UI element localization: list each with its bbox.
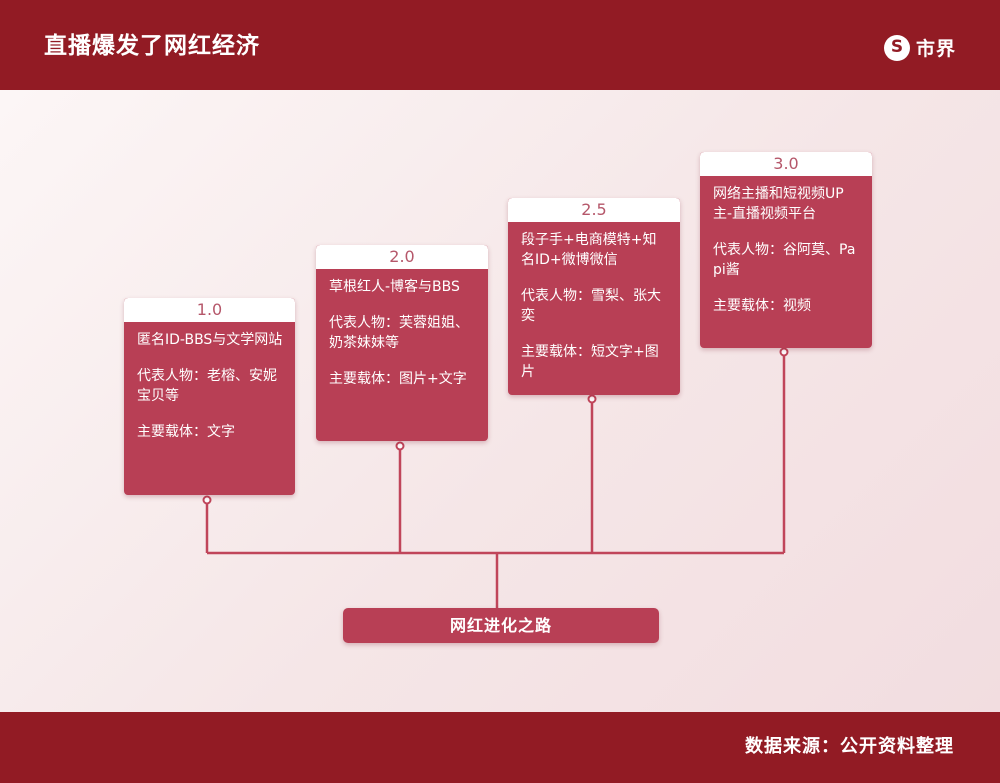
stage-figures: 代表人物：谷阿莫、Papi酱 bbox=[713, 242, 856, 278]
footer-bar: 数据来源：公开资料整理 bbox=[0, 712, 1000, 783]
stage-medium: 主要载体：视频 bbox=[713, 298, 811, 314]
logo-text: 市界 bbox=[915, 38, 956, 60]
data-source-note: 数据来源：公开资料整理 bbox=[745, 736, 954, 757]
stage-card-2: 2.0 草根红人-博客与BBS 代表人物：芙蓉姐姐、奶茶妹妹等 主要载体：图片+… bbox=[316, 245, 488, 441]
page-title: 直播爆发了网红经济 bbox=[44, 33, 260, 59]
brand-logo: S 市界 bbox=[883, 34, 956, 61]
stage-description: 网络主播和短视频UP主-直播视频平台 bbox=[713, 186, 844, 222]
stage-figures: 代表人物：芙蓉姐姐、奶茶妹妹等 bbox=[329, 315, 469, 351]
stage-version-label: 2.0 bbox=[316, 245, 488, 269]
logo-s-icon: S bbox=[883, 34, 910, 61]
header-bar: 直播爆发了网红经济 S 市界 bbox=[0, 0, 1000, 90]
stage-card-3: 2.5 段子手+电商模特+知名ID+微博微信 代表人物：雪梨、张大奕 主要载体：… bbox=[508, 198, 680, 395]
stage-medium: 主要载体：图片+文字 bbox=[329, 371, 467, 387]
stage-description: 匿名ID-BBS与文学网站 bbox=[137, 332, 283, 348]
stage-description: 段子手+电商模特+知名ID+微博微信 bbox=[521, 232, 657, 268]
stage-version-label: 1.0 bbox=[124, 298, 295, 322]
stage-version-label: 3.0 bbox=[700, 152, 872, 176]
stage-medium: 主要载体：短文字+图片 bbox=[521, 344, 659, 380]
stage-card-4: 3.0 网络主播和短视频UP主-直播视频平台 代表人物：谷阿莫、Papi酱 主要… bbox=[700, 152, 872, 348]
stage-card-1: 1.0 匿名ID-BBS与文学网站 代表人物：老榕、安妮宝贝等 主要载体：文字 bbox=[124, 298, 295, 495]
stage-version-label: 2.5 bbox=[508, 198, 680, 222]
stage-figures: 代表人物：雪梨、张大奕 bbox=[521, 288, 661, 324]
stage-description: 草根红人-博客与BBS bbox=[329, 279, 460, 295]
evolution-path-label: 网红进化之路 bbox=[343, 608, 659, 643]
stage-figures: 代表人物：老榕、安妮宝贝等 bbox=[137, 368, 277, 404]
stage-medium: 主要载体：文字 bbox=[137, 424, 235, 440]
